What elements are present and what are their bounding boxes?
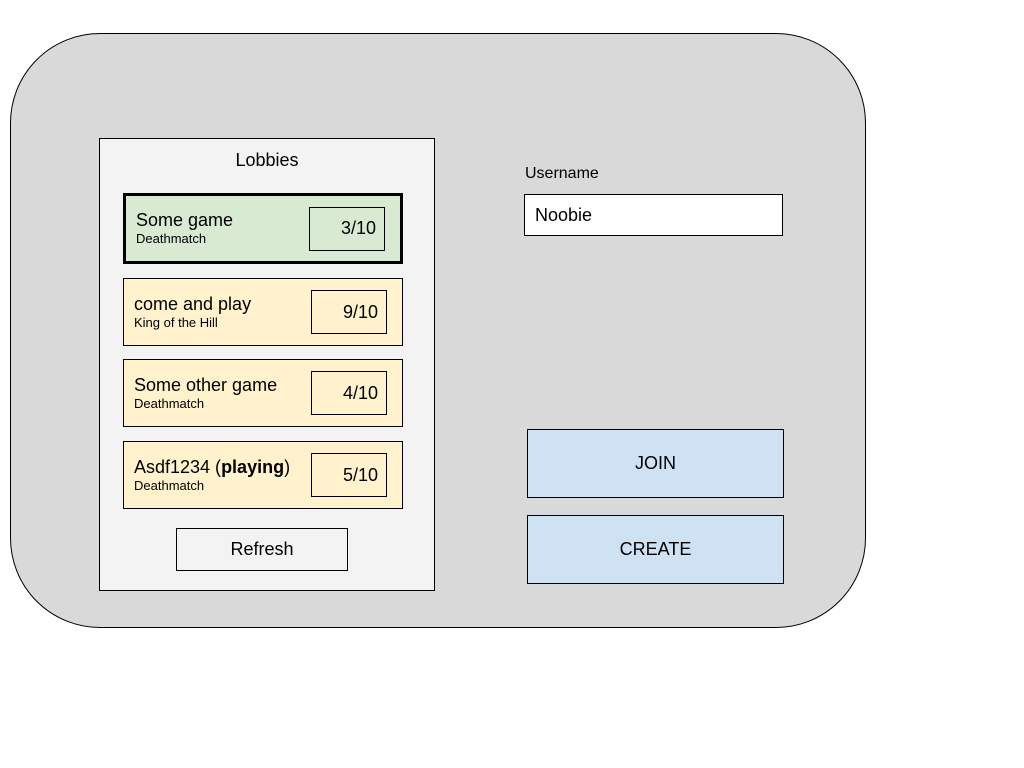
refresh-button[interactable]: Refresh bbox=[176, 528, 348, 571]
lobby-item-text: Some other game Deathmatch bbox=[134, 375, 277, 412]
lobby-mode: King of the Hill bbox=[134, 314, 218, 330]
lobby-name: Some game bbox=[136, 210, 234, 230]
lobby-name: come and play bbox=[134, 293, 252, 314]
lobby-mode: Deathmatch bbox=[134, 477, 205, 493]
username-label: Username bbox=[525, 165, 599, 182]
lobby-item-some-other-game[interactable]: Some other game Deathmatch 4/10 bbox=[123, 359, 403, 427]
lobbies-panel-title: Lobbies bbox=[235, 150, 299, 170]
lobby-name-playing-flag: playing bbox=[221, 456, 285, 477]
player-count-badge: 9/10 bbox=[311, 290, 387, 334]
player-count-badge: 4/10 bbox=[311, 371, 387, 415]
lobby-name: Asdf1234 (playing) bbox=[134, 457, 290, 478]
lobby-item-come-and-play[interactable]: come and play King of the Hill 9/10 bbox=[123, 278, 403, 346]
join-button[interactable]: JOIN bbox=[527, 429, 784, 498]
lobby-screen-container: Lobbies Some game Deathmatch 3/10 come a… bbox=[10, 33, 866, 628]
create-button[interactable]: CREATE bbox=[527, 515, 784, 584]
player-count-badge: 3/10 bbox=[309, 206, 385, 251]
lobby-item-asdf1234[interactable]: Asdf1234 (playing) Deathmatch 5/10 bbox=[123, 441, 403, 509]
lobby-item-some-game[interactable]: Some game Deathmatch 3/10 bbox=[123, 193, 403, 264]
lobby-name: Some other game bbox=[134, 374, 278, 395]
lobby-mode: Deathmatch bbox=[136, 231, 207, 246]
player-count-badge: 5/10 bbox=[311, 453, 387, 497]
lobby-item-text: Some game Deathmatch bbox=[136, 210, 233, 247]
lobby-item-text: come and play King of the Hill bbox=[134, 294, 251, 331]
lobby-mode: Deathmatch bbox=[134, 395, 205, 411]
lobby-name-prefix: Asdf1234 ( bbox=[134, 456, 222, 477]
username-input[interactable] bbox=[524, 194, 783, 236]
lobby-name-suffix: ) bbox=[284, 456, 291, 477]
lobby-item-text: Asdf1234 (playing) Deathmatch bbox=[134, 457, 290, 494]
